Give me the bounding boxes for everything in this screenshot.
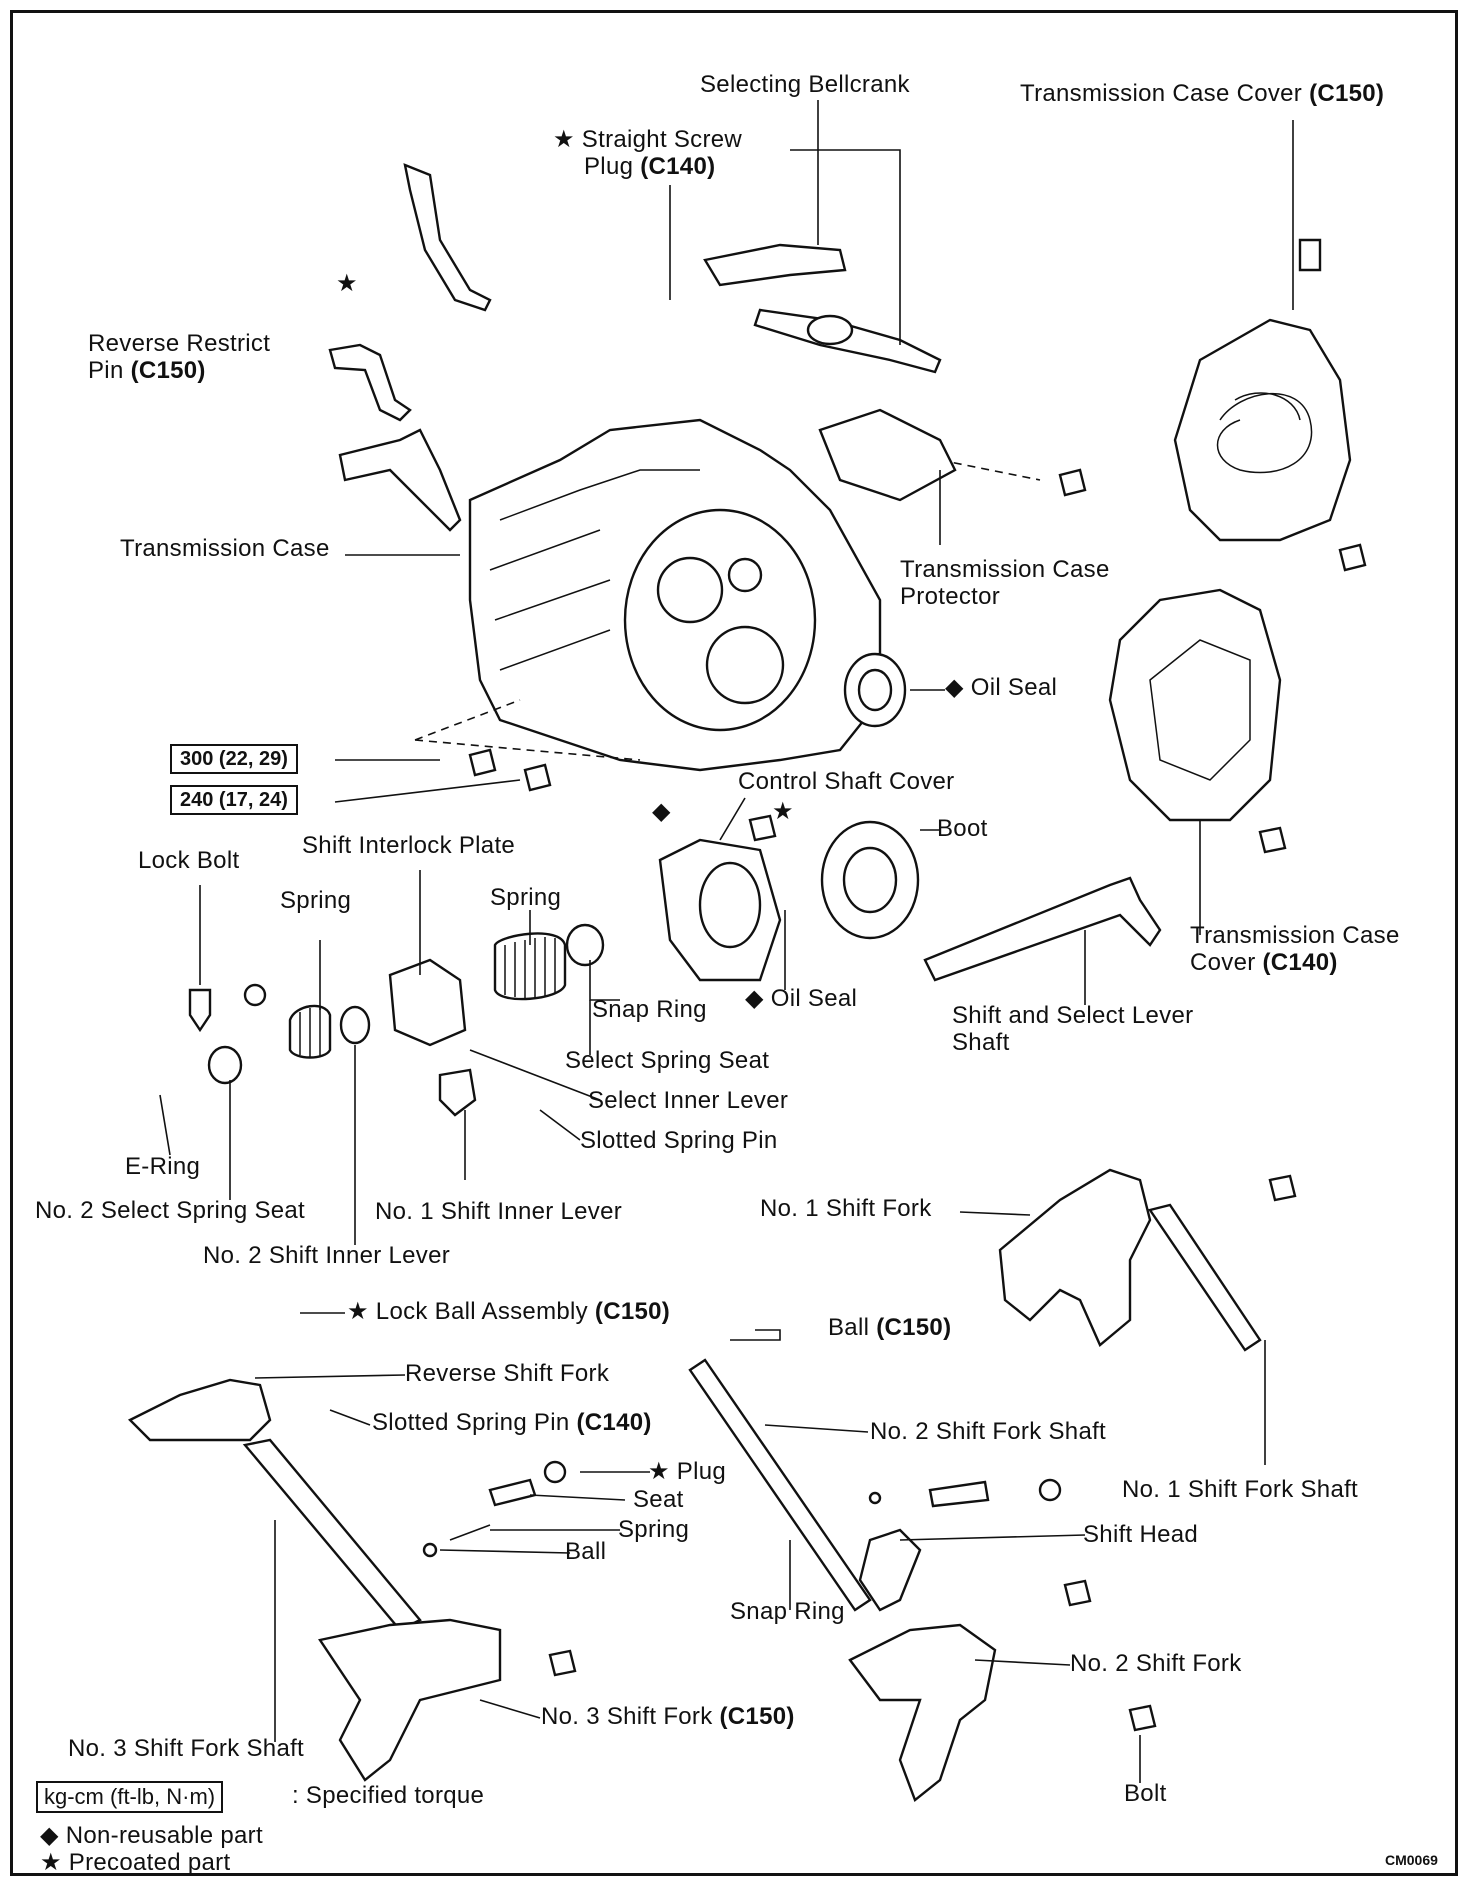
label-lock-bolt: Lock Bolt xyxy=(138,847,240,874)
label-shift-select-shaft-1: Shift and Select Lever xyxy=(952,1002,1194,1029)
label-lock-ball-assembly: ★ Lock Ball Assembly (C150) xyxy=(347,1298,671,1325)
control-shaft-cover-drawing xyxy=(658,820,920,982)
label-slotted-spring-pin-c140: Slotted Spring Pin (C140) xyxy=(372,1409,652,1436)
label-shift-head: Shift Head xyxy=(1083,1521,1199,1548)
label-straight-screw-plug: ★ Straight Screw xyxy=(553,126,743,153)
label-shift-select-shaft-2: Shaft xyxy=(952,1029,1010,1056)
label-transmission-case: Transmission Case xyxy=(120,535,330,562)
label-oil-seal-cover: ◆ Oil Seal xyxy=(745,985,858,1012)
label-case-cover-c140-2: Cover (C140) xyxy=(1190,949,1338,976)
label-shift-interlock-plate: Shift Interlock Plate xyxy=(302,832,516,859)
label-spring-detent: Spring xyxy=(618,1516,690,1543)
figure-border xyxy=(10,10,1458,1876)
label-case-cover-c150: Transmission Case Cover (C150) xyxy=(1020,80,1385,107)
label-star-plug: ★ Plug xyxy=(648,1458,727,1485)
torque-box-240: 240 (17, 24) xyxy=(170,785,298,815)
no3-fork-drawing xyxy=(318,1618,502,1782)
legend-precoated: ★ Precoated part xyxy=(40,1849,231,1876)
case-protector-drawing xyxy=(818,408,957,502)
legend-unit-box: kg-cm (ft-lb, N·m) xyxy=(36,1781,224,1813)
label-control-shaft-cover: Control Shaft Cover xyxy=(738,768,955,795)
label-no2-shift-inner-lever: No. 2 Shift Inner Lever xyxy=(203,1242,451,1269)
label-case-cover-c140-1: Transmission Case xyxy=(1190,922,1400,949)
label-diamond-cover-gasket: ◆ xyxy=(652,798,671,825)
label-case-protector-2: Protector xyxy=(900,583,1001,610)
label-no3-shift-fork: No. 3 Shift Fork (C150) xyxy=(541,1703,795,1730)
transmission-case-drawing xyxy=(468,418,907,772)
label-seat: Seat xyxy=(633,1486,684,1513)
shift-head-drawing xyxy=(858,1528,922,1612)
label-snap-ring-upper: Snap Ring xyxy=(592,996,707,1023)
label-slotted-spring-pin: Slotted Spring Pin xyxy=(580,1127,778,1154)
label-pin-c150: Pin (C150) xyxy=(88,357,206,384)
selecting-bellcrank-drawing xyxy=(703,243,942,374)
label-no2-select-spring-seat: No. 2 Select Spring Seat xyxy=(35,1197,306,1224)
label-spring-right: Spring xyxy=(490,884,562,911)
detent-parts-drawing xyxy=(422,1460,1062,1558)
figure-code: CM0069 xyxy=(1385,1852,1438,1868)
interlock-assembly-drawing xyxy=(207,923,605,1117)
label-case-protector-1: Transmission Case xyxy=(900,556,1110,583)
label-plug-c140: Plug (C140) xyxy=(584,153,716,180)
shift-select-shaft-drawing xyxy=(923,876,1162,982)
label-bolt: Bolt xyxy=(1124,1780,1167,1807)
label-ball-detent: Ball xyxy=(565,1538,607,1565)
reverse-restrict-lever-drawing xyxy=(403,163,492,312)
legend-non-reusable: ◆ Non-reusable part xyxy=(40,1822,263,1849)
label-no1-shift-fork: No. 1 Shift Fork xyxy=(760,1195,932,1222)
label-no3-shift-fork-shaft: No. 3 Shift Fork Shaft xyxy=(68,1735,305,1762)
label-no2-shift-fork-shaft: No. 2 Shift Fork Shaft xyxy=(870,1418,1107,1445)
case-cover-c150-drawing xyxy=(1173,318,1352,542)
leader-lines xyxy=(159,100,1294,1783)
bolts-drawing xyxy=(468,468,1367,1732)
legend-specified-torque: : Specified torque xyxy=(292,1782,485,1809)
label-selecting-bellcrank: Selecting Bellcrank xyxy=(700,71,910,98)
label-reverse-shift-fork: Reverse Shift Fork xyxy=(405,1360,610,1387)
label-e-ring: E-Ring xyxy=(125,1153,201,1180)
label-boot: Boot xyxy=(937,815,988,842)
reverse-fork-drawing xyxy=(127,1378,422,1632)
torque-box-300: 300 (22, 29) xyxy=(170,744,298,774)
label-oil-seal-case: ◆ Oil Seal xyxy=(945,674,1058,701)
no2-fork-drawing xyxy=(848,1623,997,1802)
label-star-cover-bolt: ★ xyxy=(772,798,794,825)
label-star-bolt: ★ xyxy=(336,270,358,297)
label-reverse-restrict: Reverse Restrict xyxy=(88,330,271,357)
label-no1-shift-inner-lever: No. 1 Shift Inner Lever xyxy=(375,1198,623,1225)
no2-shaft-drawing xyxy=(688,1358,872,1612)
label-snap-ring-lower: Snap Ring xyxy=(730,1598,845,1625)
label-ball-c150: Ball (C150) xyxy=(828,1314,952,1341)
label-select-spring-seat: Select Spring Seat xyxy=(565,1047,770,1074)
label-no1-shift-fork-shaft: No. 1 Shift Fork Shaft xyxy=(1122,1476,1359,1503)
label-spring-left: Spring xyxy=(280,887,352,914)
label-no2-shift-fork: No. 2 Shift Fork xyxy=(1070,1650,1242,1677)
no1-shift-fork-drawing xyxy=(998,1168,1262,1352)
lock-bolt-drawing xyxy=(188,988,212,1033)
case-cover-c140-drawing xyxy=(1108,588,1282,822)
label-select-inner-lever: Select Inner Lever xyxy=(588,1087,789,1114)
